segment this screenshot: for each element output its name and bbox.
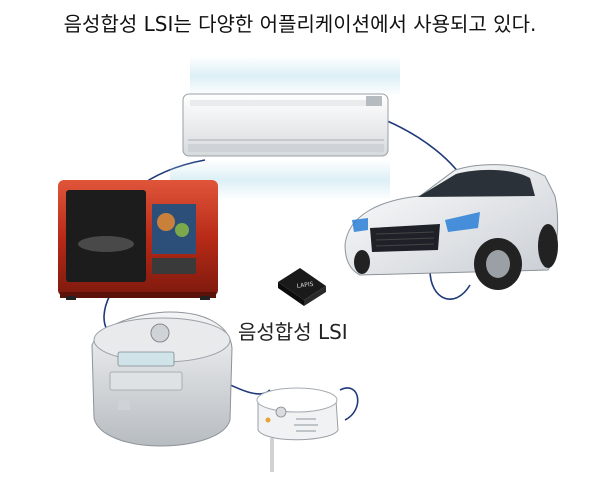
headline: 음성합성 LSI는 다양한 어플리케이션에서 사용되고 있다.	[63, 12, 537, 36]
microwave-oven-icon	[58, 180, 218, 300]
smoke-detector-icon	[256, 387, 339, 472]
air-flow	[190, 56, 400, 96]
air-conditioner-icon	[182, 93, 389, 157]
center-label: 음성합성 LSI	[238, 320, 348, 344]
lsi-chip-icon: LAPIS	[278, 268, 326, 306]
chip-label: LAPIS	[296, 281, 314, 290]
car-icon	[344, 164, 559, 290]
rice-cooker-icon	[91, 311, 233, 447]
